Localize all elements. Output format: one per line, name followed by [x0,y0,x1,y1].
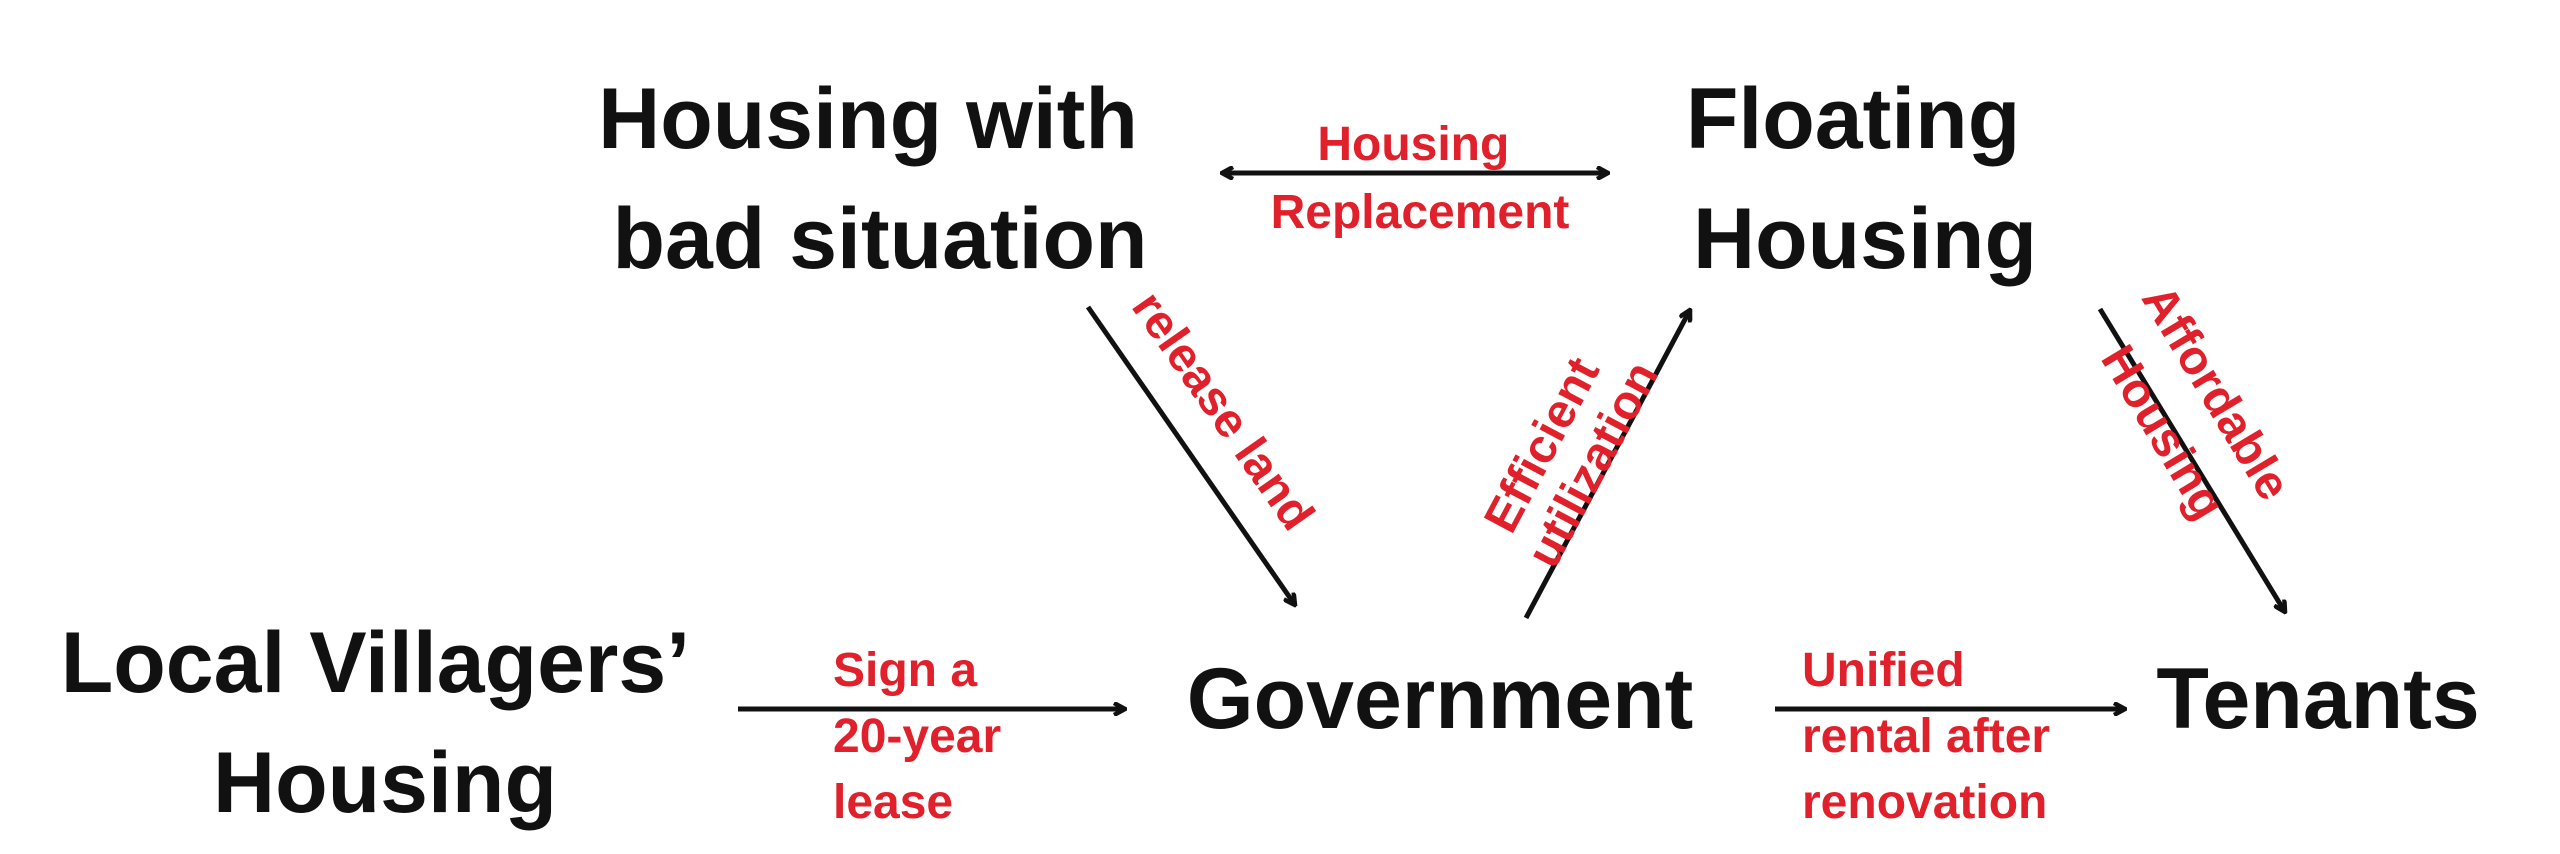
node-government-line-1: Government [1187,651,1694,747]
node-floating-housing-line-1: Floating [1686,71,2020,167]
node-bad-housing-line-2: bad situation [612,191,1147,287]
node-bad-housing-line-1: Housing with [598,71,1138,167]
edge-label-unified-rental-line-3: renovation [1802,776,2047,829]
edge-label-efficient-utilization: Efficient utilization [1469,328,1669,576]
edge-label-lease: Sign a 20-year lease [833,644,1014,829]
node-bad-housing: Housing with bad situation [598,71,1162,287]
edge-label-housing-replacement-line-1: Housing [1317,118,1509,171]
node-tenants-line-1: Tenants [2156,651,2479,747]
node-villagers-housing: Local Villagers’ Housing [61,615,710,831]
edge-label-lease-line-2: 20-year [833,710,1001,763]
node-villagers-housing-line-2: Housing [213,735,557,831]
edge-label-affordable-housing: Affordable Housing [2075,276,2307,554]
edge-label-unified-rental-line-2: rental after [1802,710,2050,763]
node-villagers-housing-line-1: Local Villagers’ [61,615,686,711]
node-floating-housing: Floating Housing [1686,71,2044,287]
node-tenants: Tenants [2156,651,2479,747]
arrow-release-land [1085,305,1295,605]
edge-label-housing-replacement-line-2: Replacement [1271,186,1570,239]
edge-label-housing-replacement: Housing Replacement [1271,118,1570,239]
edge-label-lease-line-3: lease [833,776,953,829]
arrow-efficient-utilization [1523,310,1690,620]
edge-label-unified-rental: Unified rental after renovation [1802,644,2063,829]
edge-label-lease-line-1: Sign a [833,644,977,697]
arrow-affordable-housing [2097,307,2285,612]
node-floating-housing-line-2: Housing [1693,191,2037,287]
node-government: Government [1187,651,1694,747]
edge-label-unified-rental-line-1: Unified [1802,644,1965,697]
